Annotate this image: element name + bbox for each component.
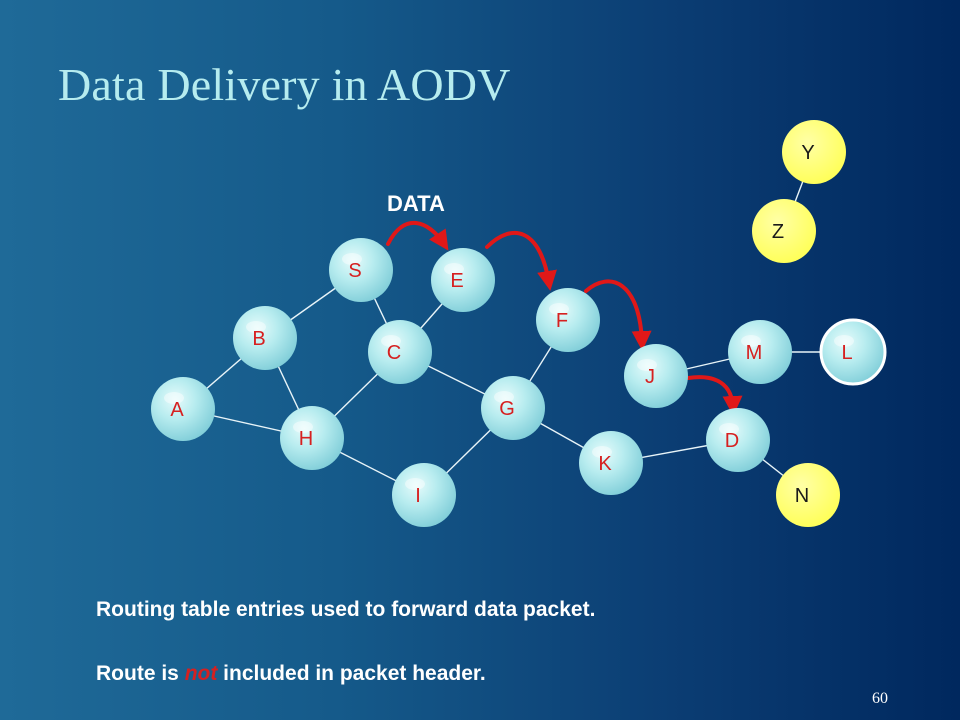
node-z-label: Z [772, 221, 784, 243]
caption-route-header: Route is not included in packet header. [96, 662, 486, 686]
node-n-circle [776, 463, 840, 527]
nodes-layer: S E F B C M L J A G H D K I N Y Z [151, 120, 887, 527]
data-packet-label: DATA [387, 191, 445, 216]
node-s-circle [329, 238, 393, 302]
node-m: M [728, 320, 792, 384]
node-g-circle [481, 376, 545, 440]
node-l-circle [819, 318, 887, 386]
node-k: K [579, 431, 643, 495]
node-i: I [392, 463, 456, 527]
node-c-highlight [381, 335, 401, 347]
node-k-circle [579, 431, 643, 495]
node-s-label: S [348, 260, 361, 282]
data-path-layer [386, 221, 743, 416]
node-l-highlight [834, 335, 854, 347]
node-b: B [233, 306, 297, 370]
node-b-circle [233, 306, 297, 370]
caption-route-emphasis: not [184, 662, 218, 685]
caption-route-suffix: included in packet header. [217, 662, 486, 685]
data-arrow-F-J [584, 279, 652, 351]
node-e-highlight [444, 263, 464, 275]
data-arrow-E-F [485, 230, 557, 291]
node-a-label: A [170, 399, 184, 421]
node-f-circle [536, 288, 600, 352]
node-s: S [329, 238, 393, 302]
node-h: H [280, 406, 344, 470]
node-z-circle [752, 199, 816, 263]
node-z: Z [752, 199, 816, 263]
node-y-label: Y [801, 142, 814, 164]
node-a: A [151, 377, 215, 441]
data-arrow-J-D [686, 375, 743, 416]
node-f-highlight [549, 303, 569, 315]
node-b-highlight [246, 321, 266, 333]
node-n: N [776, 463, 840, 527]
node-h-highlight [293, 421, 313, 433]
node-f: F [536, 288, 600, 352]
node-y: Y [782, 120, 846, 184]
node-j-circle [624, 344, 688, 408]
node-h-circle [280, 406, 344, 470]
node-c-circle [368, 320, 432, 384]
node-m-highlight [741, 335, 761, 347]
node-d: D [706, 408, 770, 472]
node-a-circle [151, 377, 215, 441]
node-c-label: C [387, 342, 401, 364]
node-k-label: K [598, 453, 612, 475]
node-e-circle [431, 248, 495, 312]
node-m-circle [728, 320, 792, 384]
node-a-highlight [164, 392, 184, 404]
node-e: E [431, 248, 495, 312]
node-l: L [819, 318, 887, 386]
node-s-highlight [342, 253, 362, 265]
node-g: G [481, 376, 545, 440]
node-k-highlight [592, 446, 612, 458]
node-j: J [624, 344, 688, 408]
node-d-label: D [725, 430, 739, 452]
node-n-label: N [795, 485, 809, 507]
node-d-highlight [719, 423, 739, 435]
node-i-circle [392, 463, 456, 527]
node-b-label: B [252, 328, 265, 350]
node-c: C [368, 320, 432, 384]
node-j-highlight [637, 359, 657, 371]
node-h-label: H [299, 428, 313, 450]
data-arrow-S-E [386, 221, 449, 251]
node-i-highlight [405, 478, 425, 490]
node-e-label: E [450, 270, 463, 292]
node-j-label: J [645, 366, 655, 388]
caption-routing-table: Routing table entries used to forward da… [96, 598, 596, 621]
page-number: 60 [872, 690, 888, 707]
node-g-highlight [494, 391, 514, 403]
node-l-label: L [841, 342, 852, 364]
node-m-label: M [746, 342, 763, 364]
caption-route-prefix: Route is [96, 662, 185, 685]
node-g-label: G [499, 398, 515, 420]
node-y-circle [782, 120, 846, 184]
slide-title: Data Delivery in AODV [58, 59, 511, 110]
node-i-label: I [415, 485, 421, 507]
node-f-label: F [556, 310, 568, 332]
node-d-circle [706, 408, 770, 472]
